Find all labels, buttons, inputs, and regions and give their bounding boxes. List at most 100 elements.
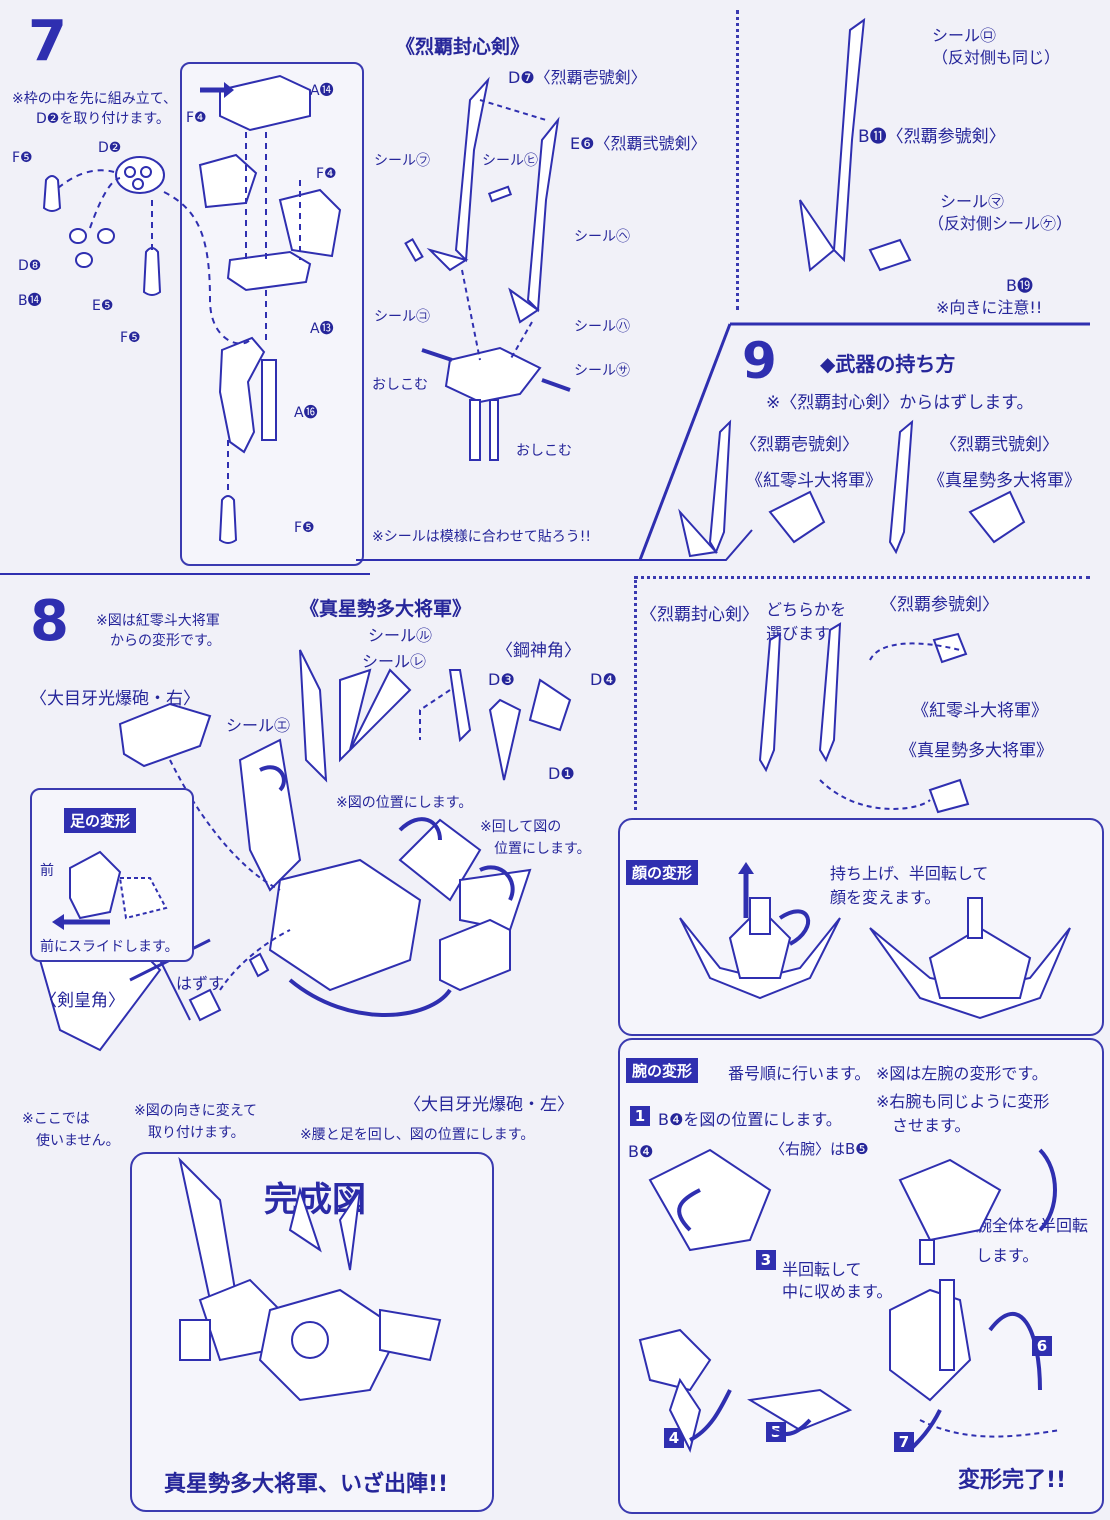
leg-transform-tag: 足の変形 <box>64 808 137 833</box>
step-7-callout-line <box>356 540 756 600</box>
label-a16: A⓰ <box>294 405 318 421</box>
leg-front-label: 前 <box>40 863 54 879</box>
label-b14: B⓮ <box>18 293 42 309</box>
unused-note-b: 使いません。 <box>36 1133 120 1149</box>
leg-drawing <box>52 838 180 930</box>
choose-label-c: 選びます。 <box>766 624 845 643</box>
seal-ma-label: シール㋮ <box>940 192 1005 211</box>
seal-note: ※シールは模様に合わせて貼ろう!! <box>372 529 591 545</box>
sword-assembly-outline <box>356 150 362 156</box>
sword-assembly-drawing <box>370 60 600 490</box>
seal-ko-label: シール㋙ <box>374 309 430 325</box>
step-9-note: ※〈烈覇封心剣〉からはずします。 <box>766 393 1034 413</box>
owner-3-label: 《紅零斗大将軍》 <box>912 701 1048 721</box>
seal-he-label: シール㋬ <box>574 229 630 245</box>
arm-note-b: ※右腕も同じように変形 <box>876 1092 1050 1111</box>
arm-note-c: させます。 <box>892 1116 971 1135</box>
face-text-a: 持ち上げ、半回転して <box>830 864 989 883</box>
label-d2: D❷ <box>98 140 122 156</box>
label-f4-a: F❹ <box>186 110 207 126</box>
push-label-b: おしこむ <box>516 443 572 459</box>
cannon-right-label: 〈大目牙光爆砲・右〉 <box>30 689 200 709</box>
attach-note-b: 取り付けます。 <box>148 1125 245 1141</box>
step-7-note-2: D❷を取り付けます。 <box>36 111 170 127</box>
face-drawing <box>660 862 1080 1018</box>
step-9-owner-1: 《紅零斗大将軍》 <box>746 471 882 491</box>
arm-step-2-text-b: します。 <box>976 1246 1039 1265</box>
step-7-number: 7 <box>28 9 67 74</box>
label-d1: D❶ <box>548 764 575 783</box>
arm-done-label: 変形完了!! <box>958 1468 1067 1493</box>
seal-ma-sub: （反対側シール㋘） <box>928 214 1073 233</box>
seal-hi-label: シール㋪ <box>482 153 538 169</box>
label-f5-b: F❺ <box>120 330 141 346</box>
face-transform-tag: 顔の変形 <box>626 860 699 885</box>
sword-title: 《烈覇封心剣》 <box>396 36 530 58</box>
seal-ro-sub: （反対側も同じ） <box>932 48 1061 67</box>
seal-ha-label: シール㋩ <box>574 319 630 335</box>
sword-b11-label: B⓫〈烈覇参號剣〉 <box>858 127 1006 147</box>
sword-d7-label: D❼〈烈覇壱號剣〉 <box>508 68 647 87</box>
sword-3-drawing <box>780 20 930 320</box>
divider-vertical-2 <box>634 580 637 810</box>
arm-note-a: ※図は左腕の変形です。 <box>876 1064 1048 1083</box>
remove-label: はずす <box>176 974 225 993</box>
rotate-note-b: 位置にします。 <box>494 841 591 857</box>
label-a13: A⓭ <box>310 321 334 337</box>
label-f4-b: F❹ <box>316 166 337 182</box>
label-f5-c: F❺ <box>294 520 315 536</box>
arm-order: 番号順に行います。 <box>728 1064 871 1083</box>
sword-e6-label: E❻〈烈覇弐號剣〉 <box>570 134 707 153</box>
step-9-owner-2: 《真星勢多大将軍》 <box>928 471 1081 491</box>
arm-step-1-number: 1 <box>630 1106 650 1126</box>
label-d3: D❸ <box>488 670 515 689</box>
arm-step-1-text: B❹を図の位置にします。 <box>658 1110 842 1129</box>
step-9-frame <box>630 320 1090 580</box>
label-e5: E❺ <box>92 298 114 314</box>
label-a14: A⓮ <box>310 83 334 99</box>
step-9-number: 9 <box>742 332 777 390</box>
choose-label-a: 〈烈覇封心剣〉 <box>640 605 759 625</box>
step-8-title: 《真星勢多大将軍》 <box>300 598 472 620</box>
divider-vertical <box>736 10 739 310</box>
step-9-title: ◆武器の持ち方 <box>820 352 956 376</box>
arm-step-3-number: 3 <box>756 1250 776 1270</box>
choose-swords-drawing <box>700 620 970 820</box>
seal-ro-label: シール㋺ <box>932 26 997 45</box>
waist-note: ※腰と足を回し、図の位置にします。 <box>300 1127 535 1143</box>
choose-label-b: どちらかを <box>766 600 847 619</box>
divider-horizontal <box>634 576 1090 579</box>
complete-robot-drawing <box>160 1150 460 1400</box>
arm-step-3-text-b: 中に収めます。 <box>782 1282 893 1301</box>
step-9-sword-1: 〈烈覇壱號剣〉 <box>740 435 859 455</box>
label-d8: D❽ <box>18 258 42 274</box>
step-9-swords-drawing <box>680 472 1060 562</box>
step-8-number: 8 <box>30 589 69 654</box>
step-7-parts-drawing <box>10 60 370 580</box>
position-note: ※図の位置にします。 <box>336 795 473 811</box>
arm-b4-label: B❹ <box>628 1142 654 1161</box>
step-8-note-a: ※図は紅零斗大将軍 <box>96 613 220 629</box>
section-divider-diagonal <box>0 564 380 604</box>
face-text-b: 顔を変えます。 <box>830 888 941 907</box>
step-8-note-b: からの変形です。 <box>110 633 221 649</box>
seal-e-label: シール㋓ <box>226 716 291 735</box>
leg-slide-label: 前にスライドします。 <box>40 939 179 955</box>
attach-note-a: ※図の向きに変えて <box>134 1103 258 1119</box>
kenou-label: 〈剣皇角〉 <box>40 991 125 1011</box>
unused-note-a: ※ここでは <box>22 1111 90 1127</box>
step-7-note: ※枠の中を先に組み立て、 <box>12 91 178 107</box>
cannon-left-label: 〈大目牙光爆砲・左〉 <box>404 1095 574 1115</box>
label-f5-a: F❺ <box>12 150 33 166</box>
arm-transform-tag: 腕の変形 <box>626 1058 699 1083</box>
arm-step-1-sub: 〈右腕〉はB❺ <box>770 1140 869 1158</box>
owner-4-label: 《真星勢多大将軍》 <box>900 741 1053 761</box>
seal-sa-label: シール㋚ <box>574 363 630 379</box>
arm-step-7-number: 7 <box>894 1432 914 1452</box>
label-d4: D❹ <box>590 670 617 689</box>
b19-note: ※向きに注意!! <box>936 298 1043 317</box>
horn-label: 〈鋼神角〉 <box>496 641 581 661</box>
complete-caption: 真星勢多大将軍、いざ出陣!! <box>164 1472 449 1497</box>
step-9-sword-2: 〈烈覇弐號剣〉 <box>940 435 1059 455</box>
seal-ru-label: シール㋸ <box>368 626 433 645</box>
